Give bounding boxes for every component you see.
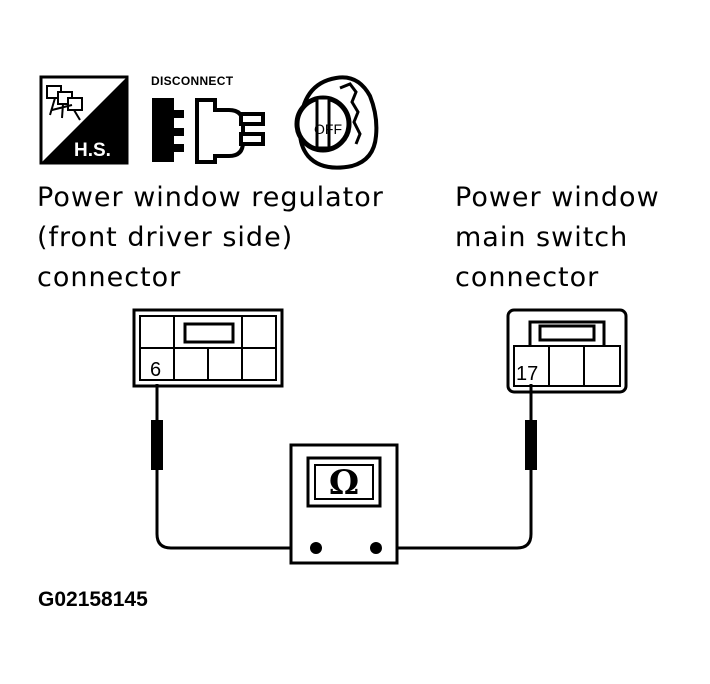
right-connector-label: Power window main switch connector <box>455 178 660 298</box>
left-terminal-number: 6 <box>150 359 161 381</box>
harness-label: H.S. <box>74 140 111 161</box>
harness-icon: H.S. <box>39 75 129 165</box>
left-label-line-2: (front driver side) <box>37 222 294 253</box>
right-connector: 17 <box>506 308 628 394</box>
left-connector-label: Power window regulator (front driver sid… <box>37 178 384 298</box>
disconnect-icon <box>152 98 265 164</box>
right-label-line-1: Power window <box>455 182 660 213</box>
right-label-line-2: main switch <box>455 222 629 253</box>
ignition-label: OFF <box>314 121 342 137</box>
right-label-line-3: connector <box>455 262 600 293</box>
meter-terminal-right <box>370 542 382 554</box>
right-terminal-number: 17 <box>516 363 538 385</box>
left-connector: 6 <box>132 308 284 388</box>
disconnect-label: DISCONNECT <box>151 74 234 88</box>
ignition-key-icon: OFF <box>294 75 379 170</box>
meter-terminal-left <box>310 542 322 554</box>
left-label-line-1: Power window regulator <box>37 182 384 213</box>
figure-code: G02158145 <box>38 588 148 611</box>
left-probe-lead <box>151 384 316 550</box>
ohm-symbol: Ω <box>329 463 359 503</box>
ohmmeter: Ω <box>289 443 399 565</box>
right-probe-lead <box>376 384 537 550</box>
left-label-line-3: connector <box>37 262 182 293</box>
